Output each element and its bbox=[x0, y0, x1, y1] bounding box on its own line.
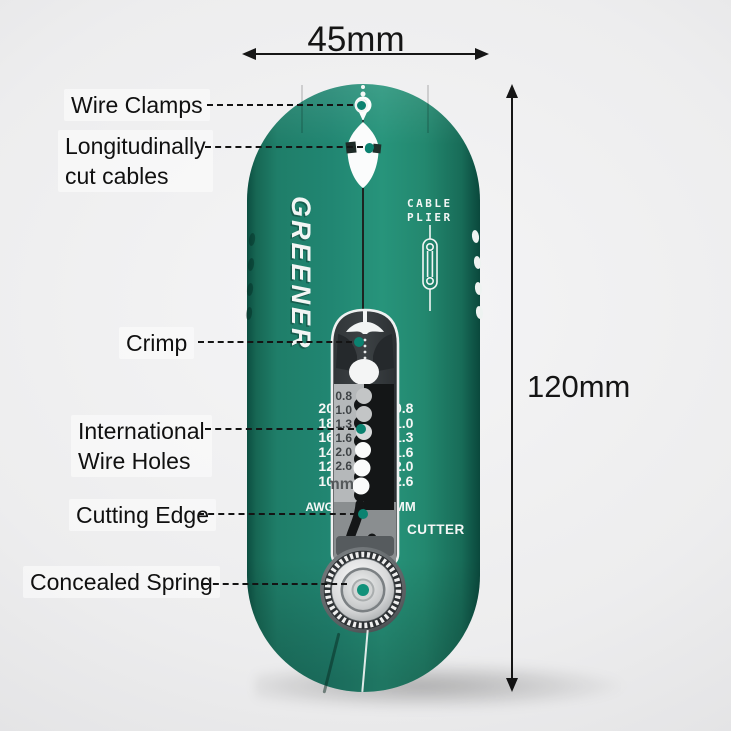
top-panel-seam-left bbox=[301, 85, 303, 133]
awg-header: AWG bbox=[305, 500, 334, 514]
callout-cutting-edge-dot bbox=[358, 509, 368, 519]
slider-value: 0.8 bbox=[335, 389, 352, 403]
slider-value: 1.0 bbox=[335, 403, 352, 417]
awg-value: 18 bbox=[318, 414, 334, 431]
callout-wire-clamps-dot bbox=[355, 99, 368, 112]
callout-crimp-line bbox=[198, 341, 352, 343]
mm-value: 1.3 bbox=[394, 429, 414, 445]
slider-value: 1.3 bbox=[335, 417, 352, 431]
tool-type-line1: CABLE bbox=[407, 197, 453, 210]
mm-value: 0.8 bbox=[394, 400, 414, 416]
top-panel-seam-right bbox=[427, 85, 429, 133]
tool-type-label: CABLE PLIER bbox=[407, 197, 453, 225]
brand-logo: GREENER bbox=[286, 196, 316, 351]
callout-concealed-spring-label: Concealed Spring bbox=[23, 566, 220, 598]
callout-crimp-dot bbox=[354, 337, 364, 347]
width-arrow-left-icon bbox=[242, 48, 256, 60]
awg-value: 20 bbox=[318, 400, 334, 416]
adjustment-dial knurled-dial-icon bbox=[320, 547, 406, 633]
gauge-awg-column: 20 18 16 14 12 10 bbox=[298, 401, 334, 488]
tool-type-line2: PLIER bbox=[407, 211, 453, 224]
slider-value: 1.6 bbox=[335, 431, 352, 445]
mm-value: 2.0 bbox=[394, 458, 414, 474]
height-arrow-down-icon bbox=[506, 678, 518, 692]
callout-cutting-edge-label: Cutting Edge bbox=[69, 499, 216, 531]
gauge-mm-column: 0.8 1.0 1.3 1.6 2.0 2.6 bbox=[394, 401, 434, 488]
mm-value: 1.0 bbox=[394, 414, 414, 431]
callout-wire-clamps-line bbox=[207, 104, 353, 106]
mm-value: 2.6 bbox=[394, 472, 414, 489]
strip-gauge-window: 0.8 1.0 1.3 1.6 2.0 2.6 mm bbox=[330, 308, 400, 566]
callout-longitudinally-cut-cables-dot bbox=[365, 143, 374, 152]
callout-cutting-edge-line bbox=[198, 513, 356, 515]
center-seam bbox=[362, 208, 364, 310]
height-dimension-label: 120mm bbox=[527, 369, 631, 404]
slider-unit: mm bbox=[330, 476, 354, 493]
cutter-label: CUTTER bbox=[407, 522, 465, 537]
callout-longitudinally-cut-cables-line bbox=[205, 146, 363, 148]
callout-wire-clamps-label: Wire Clamps bbox=[64, 89, 210, 121]
awg-value: 16 bbox=[318, 429, 334, 445]
awg-value: 14 bbox=[318, 443, 334, 460]
mm-value: 1.6 bbox=[394, 443, 414, 460]
slider-value: 2.0 bbox=[335, 445, 352, 459]
height-dimension-line bbox=[511, 96, 513, 680]
height-arrow-up-icon bbox=[506, 84, 518, 98]
callout-international-wire-holes-dot bbox=[356, 424, 366, 434]
awg-value: 10 bbox=[318, 472, 334, 489]
callout-concealed-spring-line bbox=[203, 583, 347, 585]
callout-crimp-label: Crimp bbox=[119, 327, 195, 359]
awg-value: 12 bbox=[318, 458, 334, 474]
callout-international-wire-holes-label: International Wire Holes bbox=[71, 415, 212, 477]
callout-longitudinally-cut-cables-label: Longitudinally cut cables bbox=[58, 130, 213, 192]
width-dimension-line bbox=[254, 53, 476, 55]
width-arrow-right-icon bbox=[475, 48, 489, 60]
width-dimension-label: 45mm bbox=[307, 20, 405, 59]
callout-international-wire-holes-line bbox=[205, 428, 354, 430]
slider-value: 2.6 bbox=[335, 459, 352, 473]
mm-header: MM bbox=[394, 499, 416, 514]
cable-plier-icon bbox=[422, 225, 438, 311]
